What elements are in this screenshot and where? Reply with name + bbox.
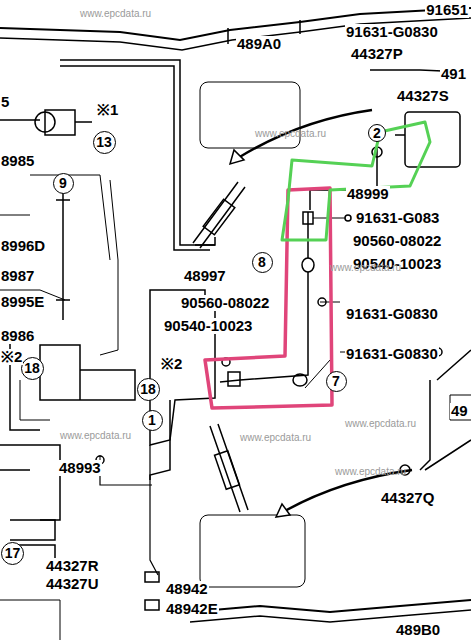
part-number: 91631-G0830 <box>345 346 439 362</box>
callout-number: 9 <box>59 176 67 190</box>
part-number: 90540-10023 <box>163 318 253 334</box>
part-number: 8996D <box>0 238 46 254</box>
part-number: 48997 <box>183 268 227 284</box>
callout-circle: 7 <box>326 371 347 392</box>
callout-number: 2 <box>373 126 381 140</box>
part-number: 44327Q <box>380 490 435 506</box>
watermark: www.epcdata.ru <box>60 430 131 441</box>
watermark: www.epcdata.ru <box>80 8 151 19</box>
callout-number: 1 <box>148 413 156 427</box>
part-number: 91631-G083 <box>355 210 440 226</box>
part-number: 48942E <box>165 601 219 617</box>
watermark: www.epcdata.ru <box>240 432 311 443</box>
watermark: www.epcdata.ru <box>330 262 401 273</box>
callout-circle: 8 <box>252 252 273 273</box>
callout-number: 7 <box>332 374 340 388</box>
watermark: www.epcdata.ru <box>255 128 326 139</box>
part-number: ※2 <box>160 356 183 372</box>
callout-circle: 18 <box>137 378 160 401</box>
part-number: 91631-G0830 <box>345 24 439 40</box>
part-number: 489B0 <box>395 622 441 638</box>
part-number: ※2 <box>0 349 23 365</box>
callout-number: 17 <box>5 546 21 560</box>
part-number: ※1 <box>96 102 119 118</box>
part-number: 49 <box>450 403 469 419</box>
part-number: 8985 <box>0 153 35 169</box>
part-number: 44327U <box>45 576 100 592</box>
part-number: 44327R <box>45 558 100 574</box>
part-number: 8987 <box>0 268 35 284</box>
callout-circle: 17 <box>1 542 24 565</box>
part-number: 5 <box>0 94 10 110</box>
part-number: 44327P <box>350 46 404 62</box>
part-number: 48942 <box>165 581 209 597</box>
part-number: 491 <box>440 66 467 82</box>
part-number: 8995E <box>0 294 45 310</box>
watermark: www.epcdata.ru <box>345 418 416 429</box>
callout-number: 18 <box>140 382 156 396</box>
part-number: 91631-G0830 <box>345 306 439 322</box>
callout-number: 8 <box>258 255 266 269</box>
part-number: 44327S <box>396 88 450 104</box>
callout-number: 13 <box>96 135 112 149</box>
callout-circle: 13 <box>93 131 116 154</box>
callout-number: 18 <box>24 361 40 375</box>
part-number: 8986 <box>0 328 35 344</box>
part-number: 48993 <box>58 460 102 476</box>
part-number: 90560-08022 <box>180 295 270 311</box>
part-number: 48999 <box>346 186 390 202</box>
watermark: www.epcdata.ru <box>335 466 406 477</box>
part-number: 90560-08022 <box>352 233 442 249</box>
part-number: 91651 <box>425 2 469 18</box>
callout-circle: 2 <box>368 124 386 142</box>
callout-circle: 1 <box>142 410 163 431</box>
callout-circle: 18 <box>21 357 44 380</box>
callout-circle: 9 <box>53 173 74 194</box>
part-number: 489A0 <box>236 36 282 52</box>
